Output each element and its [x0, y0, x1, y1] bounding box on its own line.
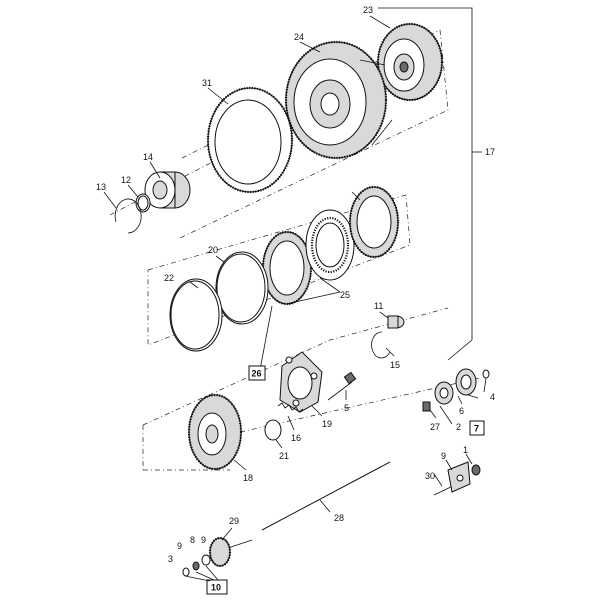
callout-5: 5: [344, 403, 349, 413]
bearing-group-right: [422, 368, 490, 412]
callout-22: 22: [164, 273, 174, 283]
ring-gear: [206, 86, 294, 194]
callout-3: 3: [168, 554, 173, 564]
callout-8: 8: [190, 535, 195, 545]
svg-text:10: 10: [211, 583, 221, 593]
lever-group: [433, 461, 481, 496]
callout-6: 6: [459, 406, 464, 416]
callout-25: 25: [340, 290, 350, 300]
callout-12: 12: [121, 175, 131, 185]
callout-31: 31: [202, 78, 212, 88]
spring-and-washer: [264, 402, 304, 441]
callout-9-right: 9: [441, 451, 446, 461]
callout-2: 2: [456, 422, 461, 432]
assembly-bracket-17: [378, 7, 482, 361]
circlip: [114, 198, 142, 234]
boxed-callout-7: 7: [469, 420, 485, 436]
callout-30: 30: [425, 471, 435, 481]
callout-28: 28: [334, 513, 344, 523]
bolt: [327, 371, 357, 401]
clutch-basket: [284, 40, 393, 160]
callout-4: 4: [490, 392, 495, 402]
callout-23: 23: [363, 5, 373, 15]
boxed-callout-10: 10: [184, 565, 228, 595]
pressure-plate: [279, 351, 323, 413]
svg-text:26: 26: [252, 369, 262, 379]
callout-15: 15: [390, 360, 400, 370]
callout-16: 16: [291, 433, 301, 443]
callout-20: 20: [208, 245, 218, 255]
svg-text:7: 7: [474, 424, 479, 434]
callout-21: 21: [279, 451, 289, 461]
boxed-callout-26: 26: [248, 365, 266, 381]
clutch-plates: [261, 185, 400, 306]
shaft: [261, 461, 391, 531]
bearing: [144, 171, 191, 209]
callout-9-left-a: 9: [177, 541, 182, 551]
clutch-drum-sprocket: [376, 22, 444, 102]
cap-and-clip: [371, 315, 405, 359]
callout-29: 29: [229, 516, 239, 526]
callout-11: 11: [374, 301, 383, 311]
callout-13: 13: [96, 182, 106, 192]
callout-18: 18: [243, 473, 253, 483]
callout-9-left-b: 9: [201, 535, 206, 545]
clutch-hub-gear: [187, 393, 243, 471]
leader-lines: [103, 15, 487, 541]
callout-labels: 23 24 31 14 12 13 17 20 22 25 11 15 5 19…: [96, 5, 495, 564]
o-rings: [169, 251, 269, 352]
callout-24: 24: [294, 32, 304, 42]
drive-sprocket: [182, 536, 253, 577]
callout-19: 19: [322, 419, 332, 429]
callout-1: 1: [463, 445, 468, 455]
callout-17: 17: [485, 147, 495, 157]
callout-14: 14: [143, 152, 153, 162]
callout-27: 27: [430, 422, 440, 432]
